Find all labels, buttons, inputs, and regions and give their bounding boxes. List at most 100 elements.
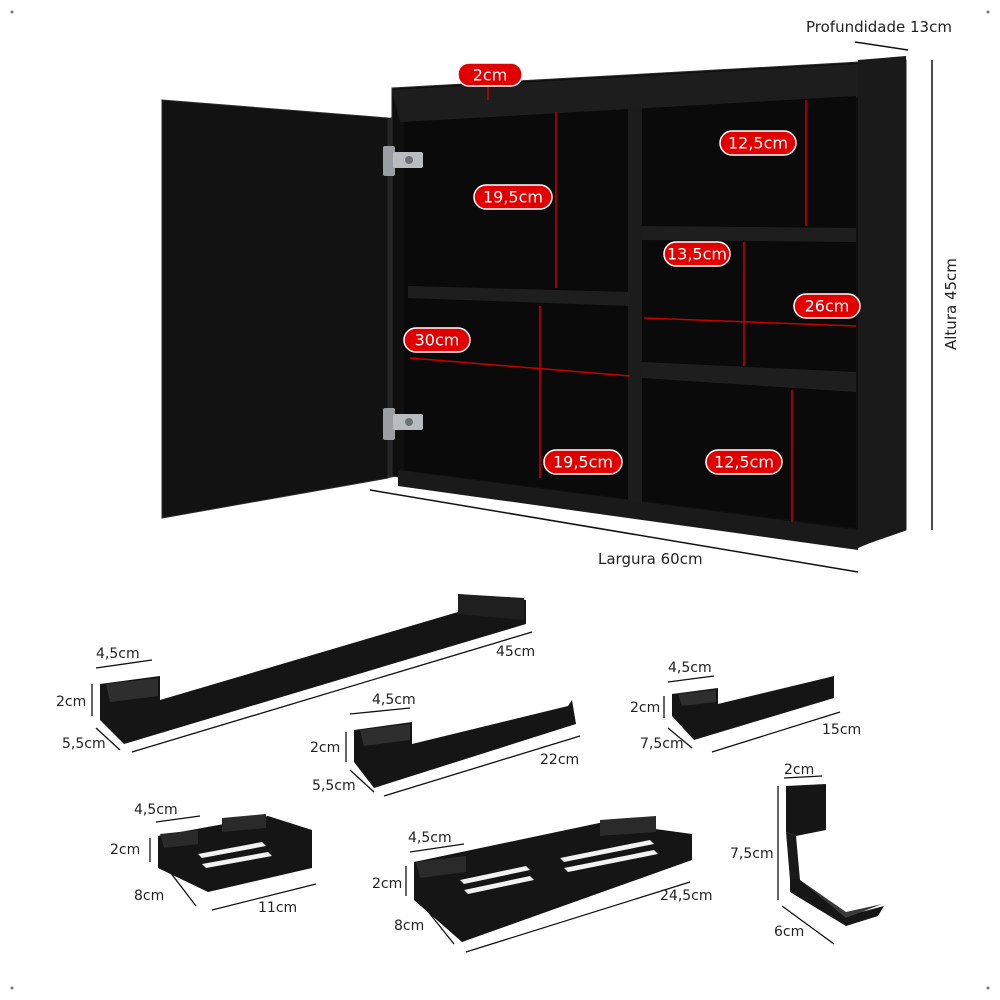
- shelf-long-width-line: [409, 843, 465, 853]
- shelf-long-height: 2cm: [372, 876, 402, 892]
- towel-bar-22-length: 22cm: [540, 752, 579, 768]
- hinge-icon: [383, 146, 423, 176]
- hook-height: 7,5cm: [730, 846, 774, 862]
- towel-bar-22-length-line: [383, 735, 581, 797]
- towel-bar-22-width-line: [349, 707, 411, 715]
- hinge-icon: [383, 408, 423, 440]
- svg-text:30cm: 30cm: [415, 331, 460, 350]
- width-label: Largura 60cm: [598, 550, 703, 568]
- hook-arm-top: [800, 880, 882, 918]
- hook-stem: [786, 832, 800, 880]
- paper-holder-length-line: [711, 711, 841, 753]
- cabinet-dimension-lines: [369, 41, 933, 573]
- shelf-long-depth: 8cm: [394, 918, 424, 934]
- cabinet-divider: [628, 107, 642, 505]
- svg-text:26cm: 26cm: [805, 297, 850, 316]
- guide-left-width: [409, 357, 631, 377]
- svg-text:19,5cm: 19,5cm: [553, 453, 613, 472]
- depth-label: Profundidade 13cm: [806, 18, 952, 36]
- hook-arm: [790, 878, 884, 926]
- corner-dot-tl: [10, 10, 14, 14]
- shelf-long-width: 4,5cm: [408, 830, 452, 846]
- svg-text:2cm: 2cm: [473, 66, 508, 85]
- hook: 2cm 7,5cm 6cm: [730, 762, 884, 945]
- shelf-long-length: 24,5cm: [660, 888, 713, 904]
- paper-holder: 4,5cm 2cm 7,5cm 15cm: [630, 660, 861, 753]
- shelf-small-width: 4,5cm: [134, 802, 178, 818]
- corner-dot-tr: [986, 10, 990, 14]
- paper-holder-top: [678, 690, 716, 706]
- shelf-long-left-block: [416, 856, 466, 878]
- paper-holder-depth-line: [667, 727, 693, 749]
- cabinet-bottom-board: [398, 470, 858, 550]
- shelf-long-right-block: [600, 816, 656, 836]
- towel-bar-45-right-block: [458, 594, 524, 620]
- paper-holder-body: [672, 676, 834, 740]
- corner-dot-bl: [10, 986, 14, 990]
- hook-depth-line: [781, 905, 835, 945]
- towel-bar-45-depth-line: [95, 727, 121, 751]
- towel-bar-45-height: 2cm: [56, 694, 86, 710]
- shelf-long-depth-line: [421, 903, 455, 945]
- shelf-long-grille: [460, 840, 658, 894]
- towel-bar-45-body: [100, 594, 526, 744]
- shelf-small-right-block: [222, 814, 266, 832]
- width-dimension-line: [369, 489, 859, 573]
- cabinet: 2cm 19,5cm 12,5cm 13,5cm 26cm 30cm 19,5c…: [161, 56, 907, 550]
- towel-bar-22-width: 4,5cm: [372, 692, 416, 708]
- towel-bar-45: 4,5cm 2cm 5,5cm 45cm: [56, 594, 535, 753]
- paper-holder-depth: 7,5cm: [640, 736, 684, 752]
- towel-bar-22-depth: 5,5cm: [312, 778, 356, 794]
- cabinet-shelf-right-lower: [642, 362, 856, 392]
- towel-bar-45-width-line: [95, 659, 153, 669]
- towel-bar-22-height: 2cm: [310, 740, 340, 756]
- cabinet-shelf-right-upper: [642, 226, 856, 242]
- towel-bar-22-body: [354, 700, 576, 788]
- red-guide-lines: [409, 84, 857, 522]
- paper-holder-width-line: [667, 675, 715, 683]
- cabinet-door: [161, 99, 389, 519]
- towel-bar-45-length-line: [131, 631, 533, 753]
- towel-bar-45-width: 4,5cm: [96, 646, 140, 662]
- paper-holder-height: 2cm: [630, 700, 660, 716]
- shelf-long-body: [414, 822, 692, 942]
- shelf-long: 4,5cm 2cm 8cm 24,5cm: [372, 816, 713, 953]
- shelf-small-length-line: [211, 883, 317, 911]
- hook-plate: [786, 784, 826, 836]
- hook-top-line: [783, 775, 823, 779]
- towel-bar-45-depth: 5,5cm: [62, 736, 106, 752]
- corner-dot-br: [986, 986, 990, 990]
- svg-text:19,5cm: 19,5cm: [483, 188, 543, 207]
- callout-middle-right-width: 13,5cm: [663, 241, 731, 267]
- cabinet-top-board: [392, 64, 858, 122]
- towel-bar-22-depth-line: [349, 769, 375, 793]
- towel-bar-45-top: [106, 678, 158, 702]
- hook-top: 2cm: [784, 762, 814, 778]
- svg-text:13,5cm: 13,5cm: [667, 245, 727, 264]
- guide-right-width: [643, 317, 857, 327]
- shelf-small: 4,5cm 2cm 8cm 11cm: [110, 802, 317, 916]
- shelf-small-left-block: [160, 830, 198, 848]
- shelf-small-length: 11cm: [258, 900, 297, 916]
- svg-text:12,5cm: 12,5cm: [728, 134, 788, 153]
- hook-depth: 6cm: [774, 924, 804, 940]
- shelf-small-depth: 8cm: [134, 888, 164, 904]
- cabinet-side-panel: [858, 56, 906, 548]
- shelf-small-width-line: [155, 815, 201, 823]
- shelf-small-height: 2cm: [110, 842, 140, 858]
- callout-upper-right-top: 12,5cm: [719, 130, 797, 156]
- towel-bar-45-length: 45cm: [496, 644, 535, 660]
- callout-lower-right-height: 12,5cm: [705, 449, 783, 475]
- callout-lower-left-height: 19,5cm: [543, 449, 623, 475]
- paper-holder-length: 15cm: [822, 722, 861, 738]
- shelf-small-grille: [198, 842, 272, 868]
- svg-text:12,5cm: 12,5cm: [714, 453, 774, 472]
- shelf-small-depth-line: [169, 871, 197, 907]
- depth-dimension-line: [854, 41, 909, 51]
- callout-upper-left-height: 19,5cm: [473, 184, 553, 210]
- callout-top-board: 2cm: [457, 62, 523, 87]
- height-label: Altura 45cm: [942, 258, 960, 350]
- towel-bar-22: 4,5cm 2cm 5,5cm 22cm: [310, 692, 581, 797]
- towel-bar-22-top: [360, 724, 410, 746]
